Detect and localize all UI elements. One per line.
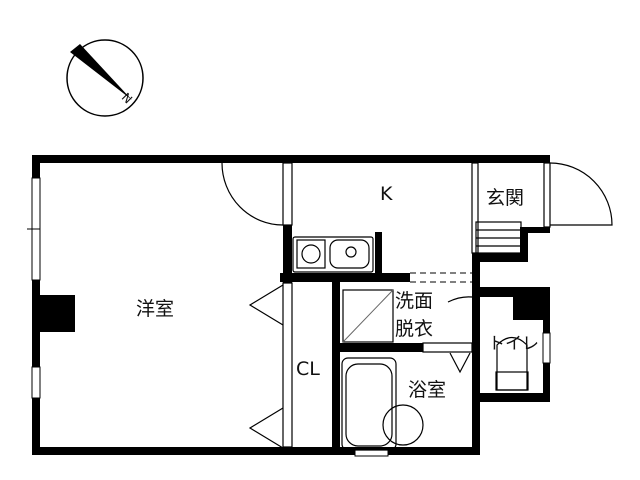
- fixtures: [292, 221, 529, 451]
- room-label-western: 洋室: [136, 298, 174, 320]
- doors: [221, 162, 613, 449]
- room-label-kitchen: K: [380, 183, 393, 205]
- washroom-leader-line: [447, 296, 473, 303]
- room-label-toilet: トイレ: [488, 334, 539, 354]
- room-label-bathroom: 浴室: [408, 379, 446, 401]
- compass-icon: N: [66, 39, 144, 117]
- room-label-washroom-1: 洗面: [395, 290, 433, 312]
- room-label-entrance: 玄関: [486, 187, 524, 209]
- room-label-closet: CL: [296, 358, 320, 380]
- room-label-washroom-2: 脱衣: [395, 318, 433, 340]
- walls: [27, 155, 551, 457]
